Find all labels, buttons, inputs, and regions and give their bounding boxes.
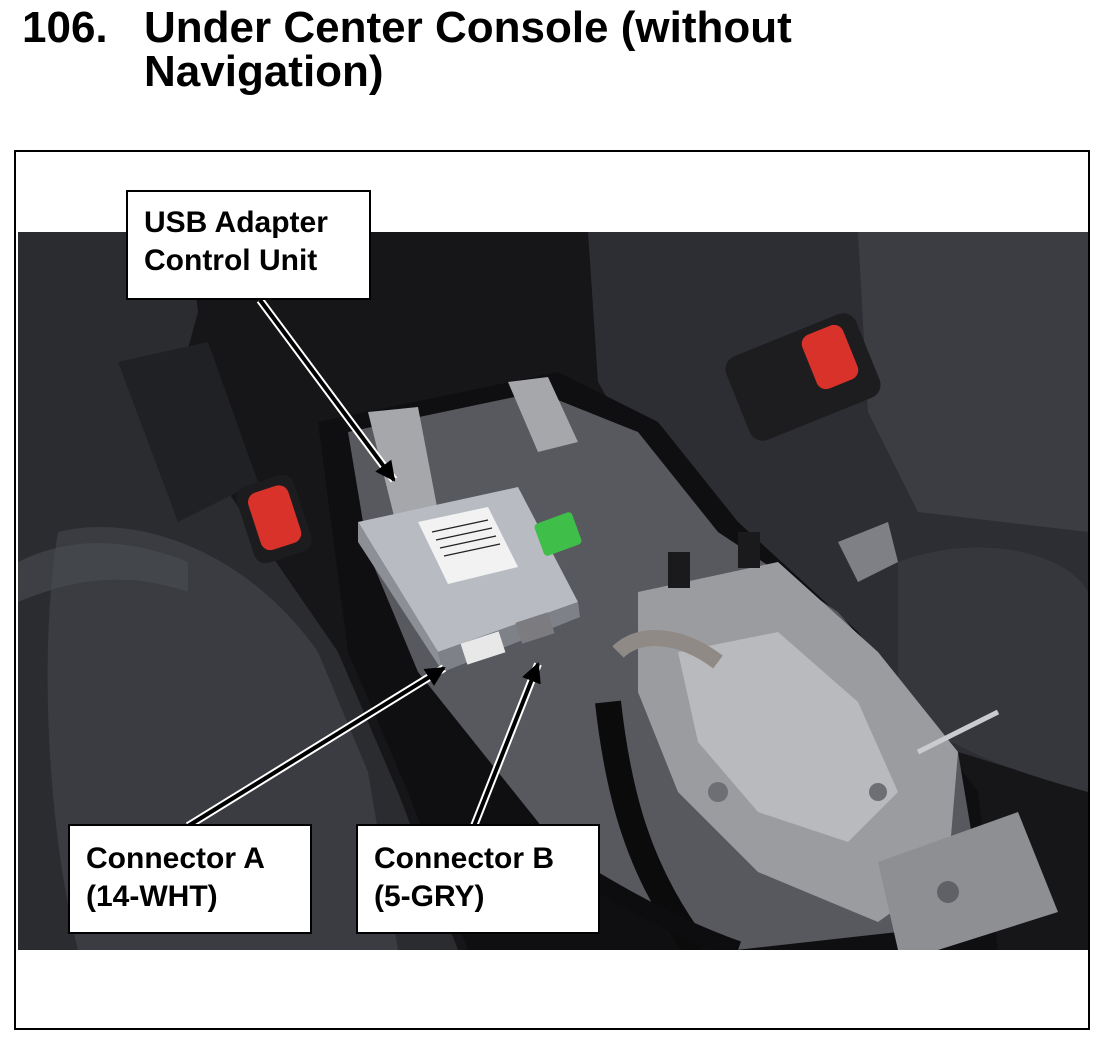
connector-b-callout: Connector B (5-GRY)	[356, 824, 600, 934]
connector-a-callout: Connector A (14-WHT)	[68, 824, 312, 934]
usb-adapter-callout-line-1: USB Adapter	[144, 206, 328, 239]
console-illustration	[18, 232, 1088, 950]
connector-a-arrow	[185, 664, 447, 830]
connector-a-callout-line-1: Connector A	[86, 842, 265, 875]
usb-adapter-callout: USB Adapter Control Unit	[126, 190, 371, 300]
figure-title-line-2: Navigation)	[144, 47, 384, 96]
figure-title-line-1: Under Center Console (without	[144, 3, 792, 52]
figure-title: Under Center Console (without Navigation…	[144, 6, 984, 94]
usb-adapter-callout-line-2: Control Unit	[144, 244, 318, 277]
connector-b-callout-line-1: Connector B	[374, 842, 554, 875]
figure-number: 106.	[22, 3, 108, 52]
connector-b-callout-line-2: (5-GRY)	[374, 880, 485, 913]
console-photo	[18, 232, 1088, 950]
usb-adapter-arrow	[256, 297, 398, 483]
connector-b-arrow	[470, 662, 542, 828]
connector-a-callout-line-2: (14-WHT)	[86, 880, 218, 913]
figure-frame	[14, 150, 1090, 1030]
